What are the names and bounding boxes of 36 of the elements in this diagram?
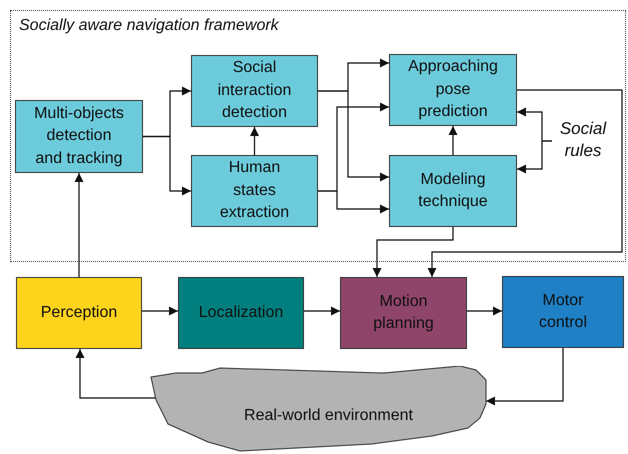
box-label: Motion planning — [372, 292, 435, 334]
box-label: Localization — [198, 302, 284, 323]
cloud-shape — [150, 366, 487, 452]
framework-group — [10, 10, 626, 262]
arrow — [304, 306, 340, 316]
arrow — [486, 348, 564, 406]
process-box — [502, 276, 624, 348]
arrow — [318, 90, 389, 182]
cloud-label: Real-world environment — [244, 407, 413, 425]
arrow — [428, 89, 623, 277]
arrow — [517, 140, 552, 174]
arrow — [143, 136, 191, 196]
process-box — [15, 100, 143, 173]
arrow — [142, 306, 178, 316]
box-label: Social interaction detection — [216, 58, 292, 124]
process-box — [178, 277, 304, 349]
box-label: Motor control — [538, 290, 588, 333]
arrow — [318, 190, 389, 214]
process-box — [389, 54, 517, 126]
process-box — [191, 55, 318, 127]
process-box — [191, 155, 318, 227]
box-label: Perception — [40, 302, 118, 323]
arrow — [448, 126, 458, 155]
arrow — [372, 227, 454, 277]
arrow — [76, 349, 156, 399]
process-box — [16, 277, 142, 349]
box-label: Modeling technique — [417, 170, 489, 212]
process-box — [340, 277, 467, 349]
box-label: Human states extraction — [218, 158, 290, 224]
arrow — [467, 306, 502, 316]
process-box — [389, 155, 517, 227]
box-label: Approaching pose prediction — [407, 57, 499, 122]
group-title: Socially aware navigation framework — [19, 17, 279, 35]
arrow — [74, 173, 84, 277]
box-label: Multi-objects detection and tracking — [33, 104, 125, 169]
arrow — [250, 127, 259, 155]
